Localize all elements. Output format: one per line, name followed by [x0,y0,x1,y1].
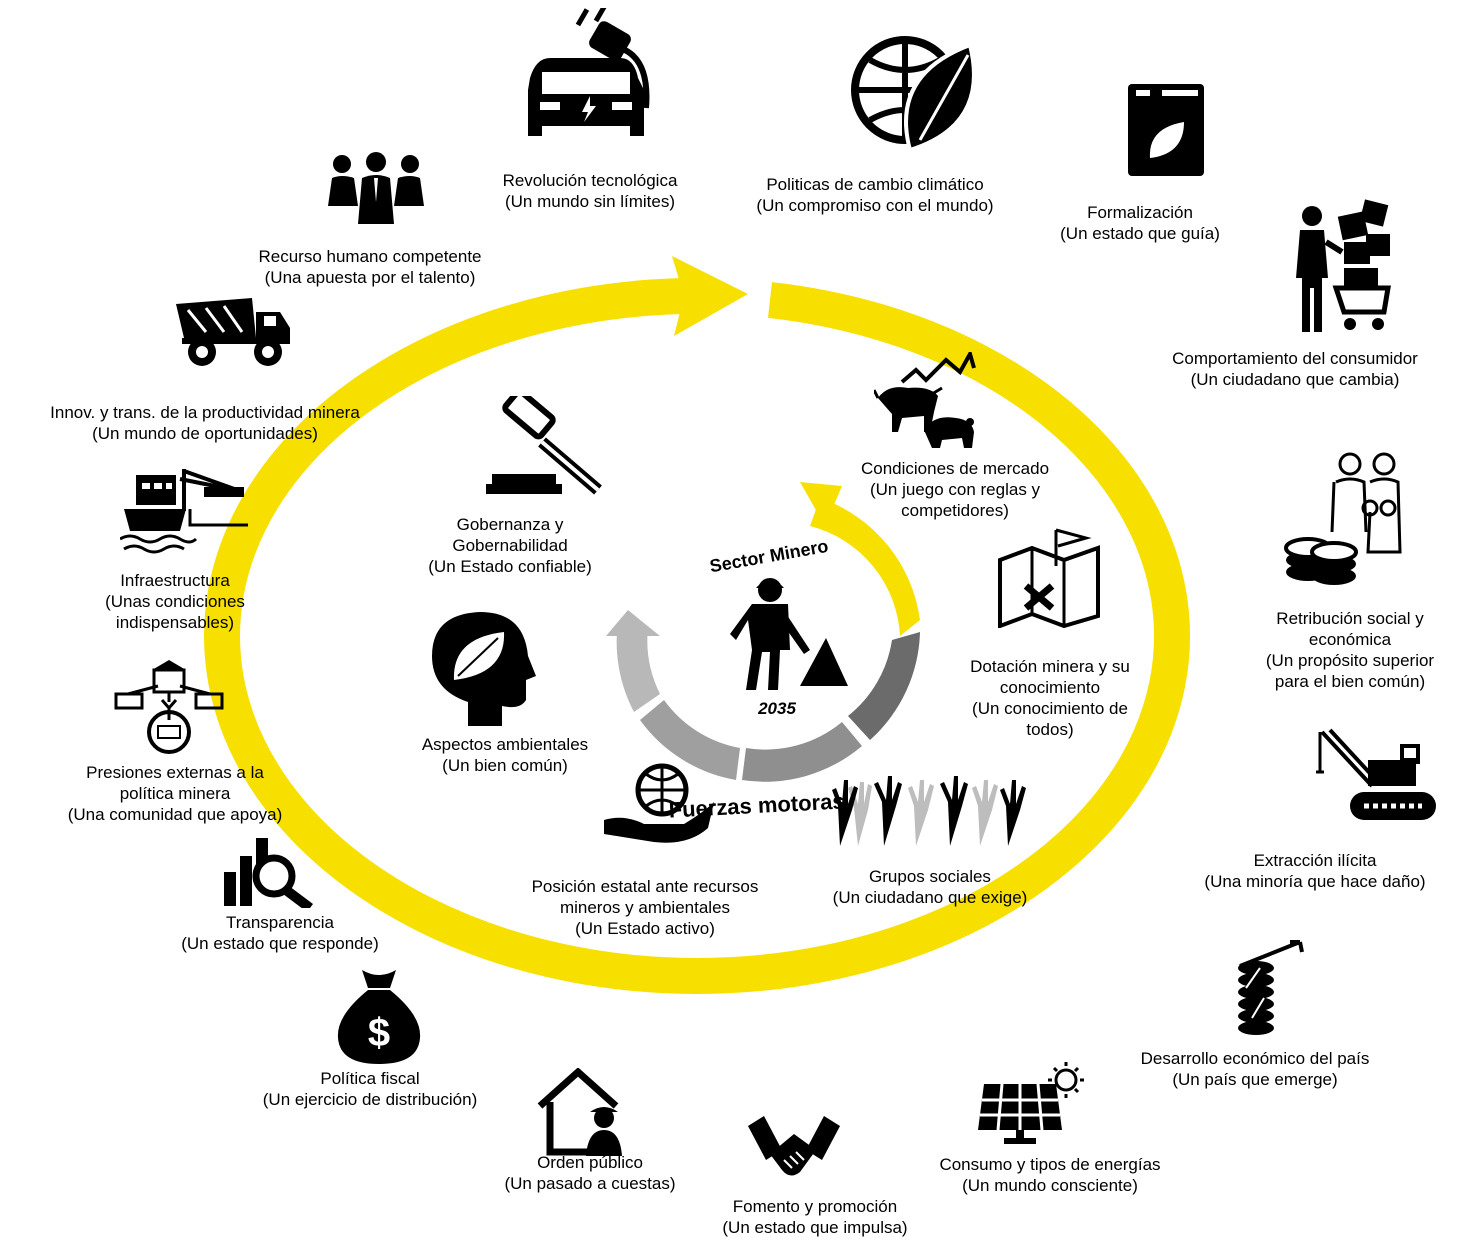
dump-truck-icon [176,298,290,366]
force-label-fomento: Fomento y promoción(Un estado que impuls… [722,1197,908,1237]
book-leaf-icon [1128,84,1204,176]
center-year: 2035 [757,699,796,718]
svg-text:$: $ [368,1011,390,1055]
port-ship-crane-icon [120,469,248,554]
shopping-cart-icon [1296,199,1391,332]
force-label-innovacion: Innov. y trans. de la productividad mine… [50,403,360,443]
miner-icon [730,578,848,690]
force-label-aspectos-ambientales: Aspectos ambientales(Un bien común) [421,735,589,775]
chart-magnifier-icon [224,838,313,908]
force-label-infraestructura: Infraestructura(Unas condiciones indispe… [105,571,245,632]
force-label-desarrollo: Desarrollo económico del país(Un país qu… [1140,1049,1370,1089]
force-label-mercado: Condiciones de mercado(Un juego con regl… [860,459,1050,520]
electric-car-icon [528,8,650,136]
force-label-cambio-climatico: Politicas de cambio climático(Un comprom… [756,175,994,215]
map-location-icon [998,528,1100,628]
money-bag-icon: $ [337,970,421,1064]
force-label-orden-publico: Orden público(Un pasado a cuestas) [504,1153,676,1193]
force-label-recurso-humano: Recurso humano competente(Una apuesta po… [258,247,482,287]
inner-arrow-light [616,622,660,712]
force-label-energias: Consumo y tipos de energías(Un mundo con… [939,1155,1161,1195]
head-leaf-icon [432,612,536,726]
hand-globe-icon [604,763,714,843]
inner-arrowhead-light [606,610,660,636]
force-label-politica-fiscal: Política fiscal(Un ejercicio de distribu… [262,1069,478,1109]
force-label-consumidor: Comportamiento del consumidor(Un ciudada… [1172,349,1418,389]
force-label-transparencia: Transparencia(Un estado que responde) [181,913,379,953]
solar-panel-icon [978,1062,1084,1144]
gavel-icon [486,396,602,495]
force-label-extraccion-ilicita: Extracción ilícita(Una minoría que hace … [1204,851,1426,891]
force-label-formalizacion: Formalización(Un estado que guía) [1060,203,1220,243]
inner-arrowhead-yellow [800,482,842,526]
handshake-icon [748,1116,840,1176]
organization-pressure-icon [114,660,224,754]
inner-arrow-mid [742,722,862,782]
house-guard-icon [537,1068,622,1156]
center-title: Sector Minero [708,536,830,577]
force-label-tecnologia: Revolución tecnológica(Un mundo sin lími… [502,171,678,211]
outer-ring-arc [204,278,1191,994]
coins-growth-icon [1238,940,1304,1035]
family-coins-icon [1284,452,1402,585]
excavator-crane-icon [1316,728,1436,820]
outer-ring-arrowhead [672,256,748,336]
inner-arrow-yellow [810,498,920,636]
raised-hands-icon [832,776,1026,846]
bull-bear-market-icon [874,352,976,448]
inner-arrow-dark [848,632,920,740]
globe-leaf-icon [851,36,976,153]
business-team-icon [328,152,424,224]
inner-arrow-mid2 [640,700,740,780]
force-label-grupos-sociales: Grupos sociales(Un ciudadano que exige) [832,867,1028,907]
